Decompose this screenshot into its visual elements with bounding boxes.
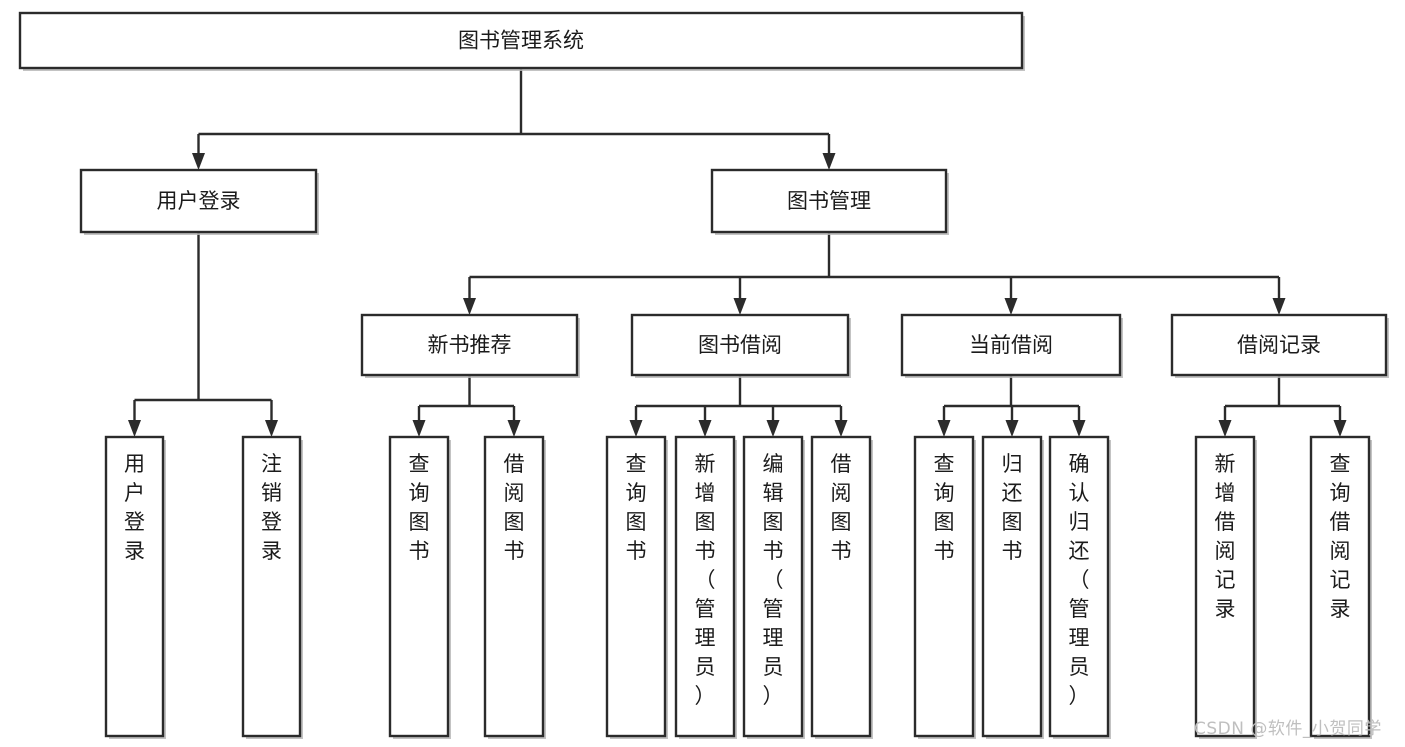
node-label: 归还图书: [1002, 452, 1023, 563]
node-label: 查询图书: [409, 452, 430, 563]
node-book-borrow[interactable]: 图书借阅: [630, 313, 851, 378]
connector-group-root-children: [192, 68, 836, 170]
node-leaf-logout[interactable]: 注销登录: [241, 435, 303, 739]
node-leaf-add-book[interactable]: 新增图书（管理员）: [674, 435, 737, 739]
node-leaf-return-book[interactable]: 归还图书: [981, 435, 1044, 739]
node-label: 查询图书: [626, 452, 647, 563]
node-label: 用户登录: [124, 452, 145, 563]
node-label: 编辑图书（管理员）: [763, 452, 784, 708]
node-label: 新增借阅记录: [1215, 452, 1236, 621]
connector-group-borrow-children: [629, 375, 848, 437]
node-label: 新书推荐: [428, 333, 512, 357]
connector-group-manage-children: [463, 232, 1286, 315]
node-leaf-user-login[interactable]: 用户登录: [104, 435, 166, 739]
connector-group-rec-children: [412, 375, 521, 437]
node-label: 借阅图书: [831, 452, 852, 563]
node-leaf-borrow-book-br[interactable]: 借阅图书: [810, 435, 873, 739]
connector-group-login-children: [128, 232, 278, 437]
node-root[interactable]: 图书管理系统: [18, 11, 1025, 71]
node-label: 确认归还（管理员）: [1069, 452, 1090, 708]
node-label: 新增图书（管理员）: [695, 452, 716, 708]
node-label: 查询图书: [934, 452, 955, 563]
node-borrow-record[interactable]: 借阅记录: [1170, 313, 1389, 378]
node-leaf-borrow-book-rec[interactable]: 借阅图书: [483, 435, 546, 739]
node-label: 图书管理: [787, 189, 871, 213]
node-leaf-query-book-cb[interactable]: 查询图书: [913, 435, 976, 739]
node-leaf-add-record[interactable]: 新增借阅记录: [1194, 435, 1257, 739]
node-current-borrow[interactable]: 当前借阅: [900, 313, 1123, 378]
node-new-book-rec[interactable]: 新书推荐: [360, 313, 580, 378]
node-leaf-confirm-return[interactable]: 确认归还（管理员）: [1048, 435, 1111, 739]
node-leaf-query-record[interactable]: 查询借阅记录: [1309, 435, 1372, 739]
connector-layer: [128, 68, 1347, 437]
node-label: 图书借阅: [698, 333, 782, 357]
node-leaf-query-book-rec[interactable]: 查询图书: [388, 435, 451, 739]
node-label: 注销登录: [261, 452, 282, 563]
node-user-login[interactable]: 用户登录: [79, 168, 319, 235]
node-leaf-query-book-br[interactable]: 查询图书: [605, 435, 668, 739]
node-layer: 图书管理系统用户登录图书管理新书推荐图书借阅当前借阅借阅记录用户登录注销登录查询…: [18, 11, 1389, 739]
connector-group-record-children: [1218, 375, 1347, 437]
node-label: 查询借阅记录: [1330, 452, 1351, 621]
node-label: 借阅图书: [504, 452, 525, 563]
node-label: 图书管理系统: [458, 29, 584, 53]
node-leaf-edit-book[interactable]: 编辑图书（管理员）: [742, 435, 805, 739]
node-label: 用户登录: [157, 189, 241, 213]
node-label: 借阅记录: [1237, 333, 1321, 357]
node-book-manage[interactable]: 图书管理: [710, 168, 949, 235]
node-label: 当前借阅: [969, 333, 1053, 357]
connector-group-current-children: [937, 375, 1086, 437]
